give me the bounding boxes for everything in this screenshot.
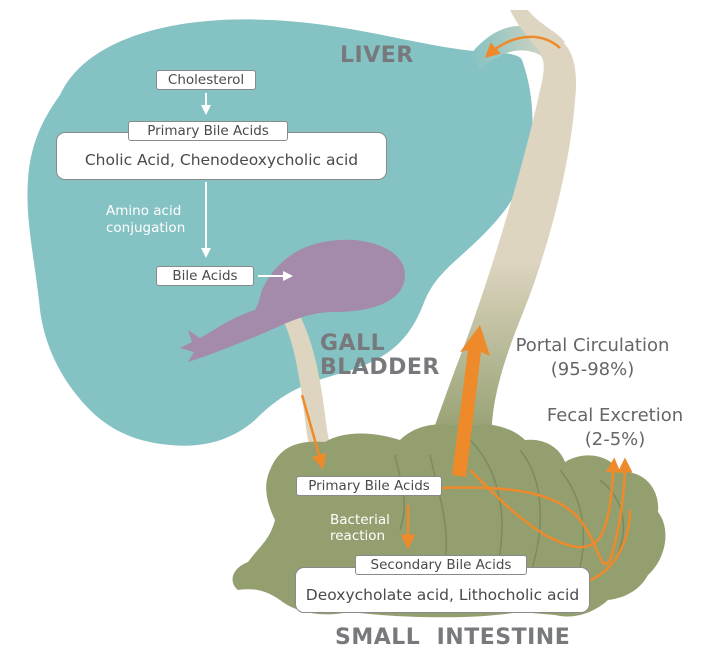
conjugation-note-line2: conjugation [106,220,185,236]
gall-bladder-label-line2: BLADDER [320,356,440,380]
cholesterol-box: Cholesterol [156,70,256,90]
conjugation-note-line1: Amino acid [106,203,181,219]
small-intestine-label: SMALL INTESTINE [335,626,570,650]
bile-acids-box: Bile Acids [156,266,254,286]
gall-bladder-label-line1: GALL [320,332,385,356]
secondary-bile-acids-box: Secondary Bile Acids [355,555,527,575]
portal-circulation-title: Portal Circulation [505,335,680,357]
primary-bile-acids-examples-text: Cholic Acid, Chenodeoxycholic acid [57,150,386,170]
secondary-bile-acids-examples-text: Deoxycholate acid, Lithocholic acid [296,585,589,605]
fecal-excretion-title: Fecal Excretion [540,405,690,427]
primary-bile-acids-box: Primary Bile Acids [128,121,288,141]
intestine-primary-bile-acids-box: Primary Bile Acids [296,476,442,496]
portal-circulation-percent: (95-98%) [505,359,680,381]
liver-label: LIVER [340,44,414,68]
bacterial-note-line1: Bacterial [330,512,390,528]
bacterial-note-line2: reaction [330,528,385,544]
fecal-excretion-percent: (2-5%) [540,429,690,451]
